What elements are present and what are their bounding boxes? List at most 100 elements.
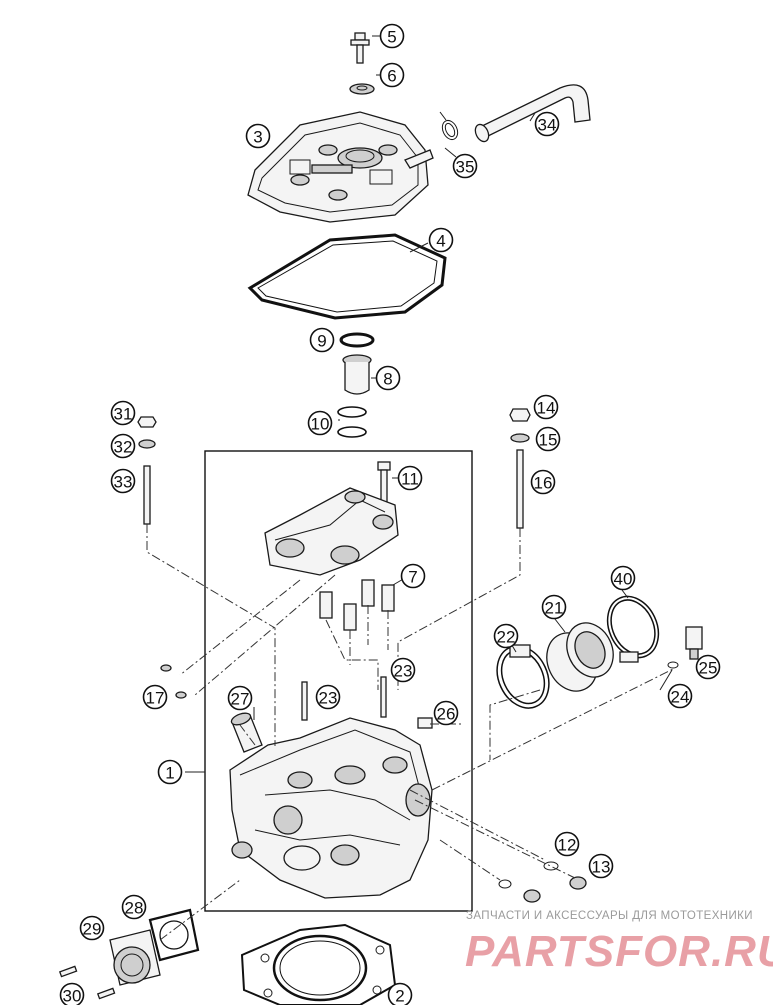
callout-circle: [695, 654, 721, 680]
watermark-logo: PARTSFOR.RU: [463, 918, 775, 978]
callout-25: 25: [695, 654, 721, 680]
callout-2: 2: [387, 982, 413, 1005]
part-14-nut[interactable]: [509, 408, 531, 422]
part-40-hose-clamp[interactable]: [600, 591, 665, 664]
callout-number: 7: [408, 568, 417, 587]
callout-24: 24: [667, 683, 693, 709]
callout-circle: [309, 327, 335, 353]
part-23-dowel-pins[interactable]: [301, 676, 387, 721]
callout-number: 5: [387, 28, 396, 47]
callout-12: 12: [554, 831, 580, 857]
callout-circle: [554, 831, 580, 857]
callout-34: 34: [534, 111, 560, 137]
part-12-sealing-ring[interactable]: [543, 861, 559, 871]
part-7-valve-stem-seals[interactable]: [319, 579, 395, 631]
callout-33: 33: [110, 468, 136, 494]
part-33-stud[interactable]: [143, 465, 151, 525]
part-13-screw-plug[interactable]: [569, 876, 587, 890]
watermark-tagline: ЗАПЧАСТИ И АКСЕССУАРЫ ДЛЯ МОТОТЕХНИКИ: [466, 910, 753, 922]
part-29-intake-flange[interactable]: [109, 929, 161, 986]
callout-22: 22: [493, 623, 519, 649]
callout-number: 3: [253, 128, 262, 147]
part-34-breather-hose[interactable]: [473, 84, 591, 144]
callout-circle: [533, 394, 559, 420]
callout-number: 27: [231, 690, 250, 709]
part-16-stud[interactable]: [516, 449, 524, 529]
part-17-jets[interactable]: [160, 664, 187, 699]
part-24-o-ring[interactable]: [667, 661, 679, 669]
callout-circle: [667, 683, 693, 709]
callout-number: 24: [671, 688, 690, 707]
callout-29: 29: [79, 915, 105, 941]
callout-number: 23: [394, 662, 413, 681]
callout-16: 16: [530, 469, 556, 495]
part-4-valve-cover-gasket[interactable]: [247, 233, 447, 320]
callout-number: 40: [614, 570, 633, 589]
callout-8: 8: [375, 365, 401, 391]
part-2-cylinder-head-gasket[interactable]: [240, 923, 397, 1005]
part-30-bolts[interactable]: [58, 965, 116, 1000]
part-31-nut[interactable]: [137, 416, 157, 428]
callout-number: 9: [317, 332, 326, 351]
part-1-cylinder-head[interactable]: [229, 717, 433, 899]
cylinder-head-group-frame: [204, 450, 473, 912]
part-6-washer[interactable]: [349, 83, 375, 95]
callout-number: 26: [437, 705, 456, 724]
callout-11: 11: [397, 465, 423, 491]
part-27-fitting[interactable]: [230, 711, 263, 753]
part-21-intake-manifold[interactable]: [538, 615, 622, 699]
callout-number: 2: [395, 987, 404, 1005]
callout-circle: [110, 400, 136, 426]
part-28-flange-gasket[interactable]: [148, 908, 200, 962]
part-26-plug[interactable]: [417, 717, 433, 729]
callout-circle: [390, 657, 416, 683]
callout-circle: [535, 426, 561, 452]
part-9-seal-ring[interactable]: [339, 332, 375, 348]
part-15-washer[interactable]: [510, 433, 530, 443]
watermark-logo-text: PARTSFOR.RU: [465, 927, 773, 976]
callout-40: 40: [610, 565, 636, 591]
callout-circle: [493, 623, 519, 649]
callout-number: 15: [539, 431, 558, 450]
callout-circle: [307, 410, 333, 436]
part-22-hose-clamp[interactable]: [490, 641, 555, 714]
callout-number: 11: [401, 470, 419, 489]
callout-circle: [534, 111, 560, 137]
callout-circle: [245, 123, 271, 149]
part-32-washer[interactable]: [138, 439, 156, 449]
camshaft-bearing-bridge[interactable]: [264, 487, 399, 576]
callout-circle: [227, 685, 253, 711]
callout-number: 8: [383, 370, 392, 389]
callout-circle: [530, 469, 556, 495]
callout-number: 6: [387, 67, 396, 86]
part-11-bolt[interactable]: [377, 461, 391, 503]
callout-30: 30: [59, 982, 85, 1005]
callout-21: 21: [541, 594, 567, 620]
callout-circle: [375, 365, 401, 391]
callout-3: 3: [245, 123, 271, 149]
callout-number: 25: [699, 659, 718, 678]
part-25-sensor[interactable]: [685, 626, 703, 660]
callout-35: 35: [452, 153, 478, 179]
callout-26: 26: [433, 700, 459, 726]
callout-number: 33: [114, 473, 133, 492]
callout-circle: [428, 227, 454, 253]
part-8-spark-plug-tube[interactable]: [342, 354, 372, 395]
callout-number: 23: [319, 689, 338, 708]
part-35-clamp[interactable]: [439, 111, 460, 142]
callout-5: 5: [379, 23, 405, 49]
callout-23: 23: [390, 657, 416, 683]
callout-number: 17: [146, 689, 165, 708]
callout-23: 23: [315, 684, 341, 710]
callout-labels: 1234567891011121314151617212223232425262…: [59, 23, 721, 1005]
part-5-bolt[interactable]: [350, 32, 370, 64]
callout-circle: [79, 915, 105, 941]
callout-circle: [142, 684, 168, 710]
callout-31: 31: [110, 400, 136, 426]
assembly-lines: [146, 524, 676, 941]
part-10-o-rings[interactable]: [337, 406, 367, 438]
part-3-valve-cover[interactable]: [247, 111, 434, 223]
callout-10: 10: [307, 410, 333, 436]
callout-circle: [397, 465, 423, 491]
